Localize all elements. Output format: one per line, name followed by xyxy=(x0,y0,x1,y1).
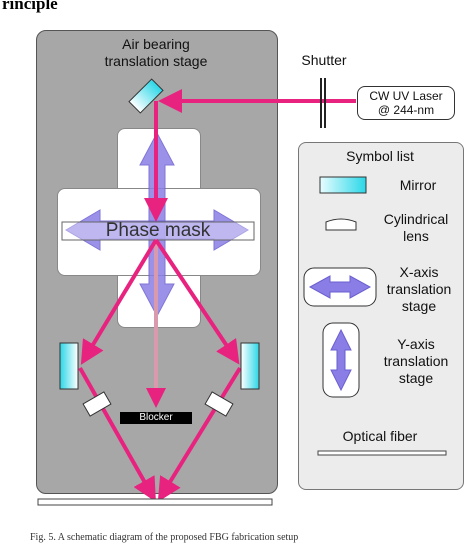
phase-mask-label: Phase mask xyxy=(105,220,211,241)
left-cylindrical-lens xyxy=(82,391,112,417)
optical-fiber xyxy=(37,498,273,506)
right-diffracted-beam xyxy=(154,238,240,365)
cw-uv-laser-box: CW UV Laser @ 244-nm xyxy=(357,86,455,120)
symbol-list-panel xyxy=(298,142,464,490)
right-cylindrical-lens xyxy=(204,391,234,417)
right-reflected-beam xyxy=(157,366,242,502)
legend-x-line2: translation xyxy=(386,281,452,297)
legend-y-line3: stage xyxy=(398,370,434,386)
left-diffracted-beam xyxy=(80,238,158,365)
page-heading: rinciple xyxy=(2,0,58,13)
laser-line2: @ 244-nm xyxy=(377,103,435,117)
legend-x-line1: X-axis xyxy=(399,264,439,280)
legend-mirror-label: Mirror xyxy=(399,177,437,193)
legend-cyl-lens-icon xyxy=(325,218,357,231)
legend-mirror-icon xyxy=(319,176,367,194)
legend-cyl-line2: lens xyxy=(403,228,429,244)
stage-label-line1: Air bearing xyxy=(122,36,190,52)
x-translation-arrow xyxy=(65,209,249,251)
legend-title: Symbol list xyxy=(346,148,414,164)
shutter-label: Shutter xyxy=(301,52,347,68)
stage-label-line2: translation stage xyxy=(104,53,208,69)
top-mirror xyxy=(128,78,164,114)
legend-x-arrow-icon xyxy=(308,275,372,299)
figure-caption: Fig. 5. A schematic diagram of the propo… xyxy=(30,532,299,543)
legend-fiber-label: Optical fiber xyxy=(342,428,418,444)
legend-cyl-line1: Cylindrical xyxy=(383,211,449,227)
legend-y-line1: Y-axis xyxy=(397,336,435,352)
left-reflected-beam xyxy=(78,367,156,502)
laser-line1: CW UV Laser xyxy=(369,89,443,103)
legend-y-arrow-icon xyxy=(330,328,352,392)
blocker: Blocker xyxy=(120,412,192,424)
legend-y-line2: translation xyxy=(383,353,449,369)
legend-fiber-icon xyxy=(317,450,447,456)
left-mirror xyxy=(59,342,79,390)
legend-x-line3: stage xyxy=(401,298,437,314)
right-mirror xyxy=(240,342,260,390)
